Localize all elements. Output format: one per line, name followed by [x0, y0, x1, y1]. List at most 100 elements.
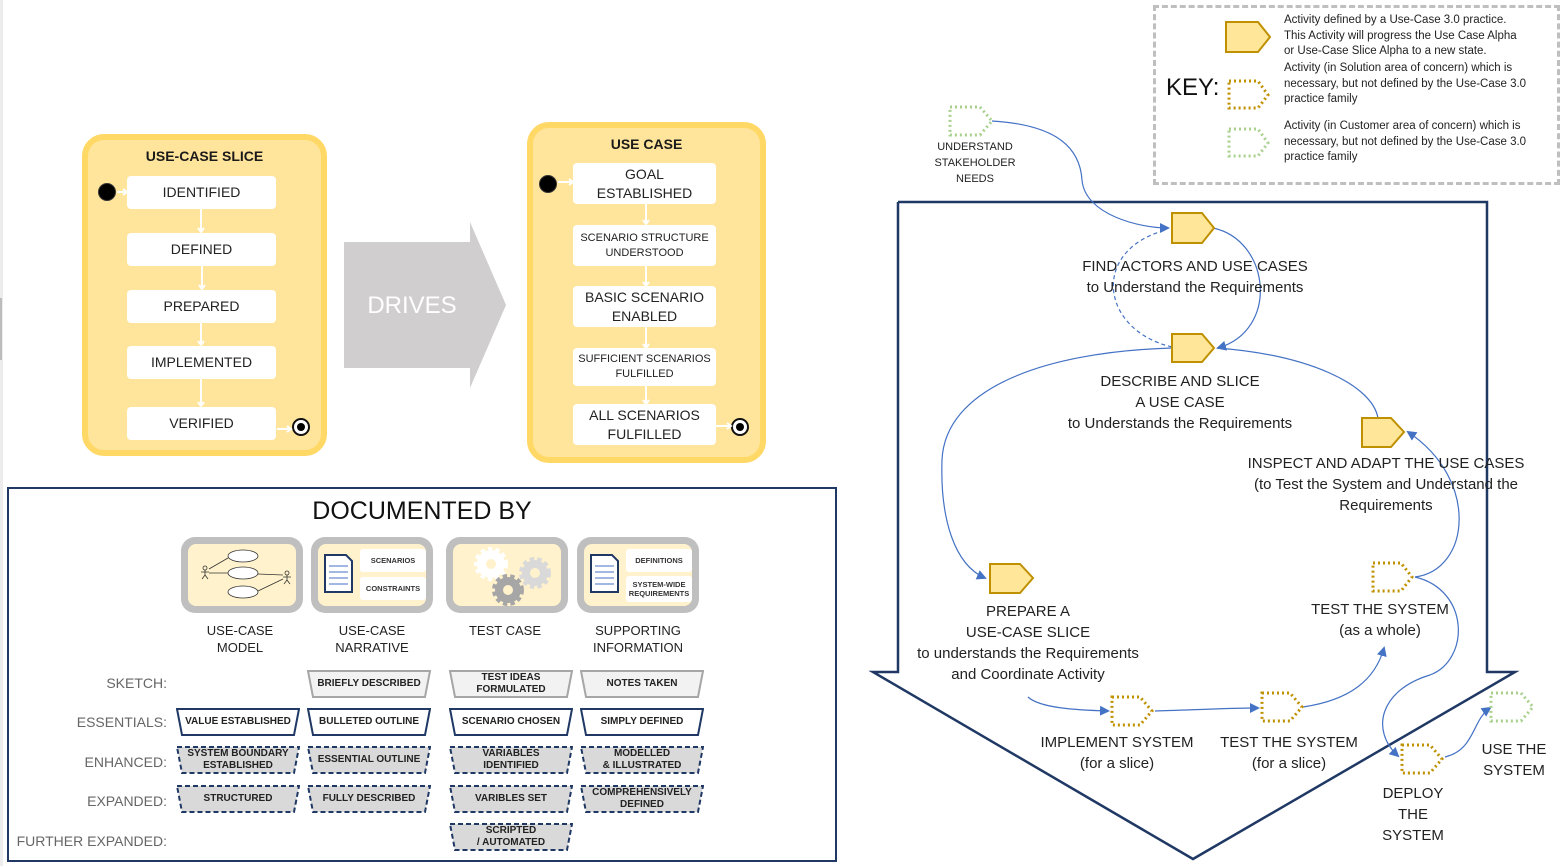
activity-inspect-adapt-icon[interactable]: [1361, 417, 1406, 448]
level-cell-text: COMPREHENSIVELY DEFINED: [592, 787, 692, 810]
state-transition-arrows: [117, 188, 293, 433]
activity-prepare-slice-icon[interactable]: [989, 563, 1035, 594]
activity-implement-icon[interactable]: [1110, 695, 1154, 727]
level-cell-text: SCRIPTED / AUTOMATED: [476, 825, 546, 848]
level-cell-enhanced[interactable]: MODELLED & ILLUSTRATED: [580, 746, 704, 774]
state-all-scenarios-fulfilled[interactable]: ALL SCENARIOS FULFILLED: [573, 404, 716, 445]
label-test-whole: TEST THE SYSTEM (as a whole): [1311, 601, 1449, 639]
level-cell-shape: [449, 785, 573, 813]
level-cell-text: BULLETED OUTLINE: [319, 716, 419, 727]
state-goal-established[interactable]: GOAL ESTABLISHED: [573, 163, 716, 204]
level-cell-text: ESSENTIAL OUTLINE: [317, 754, 421, 765]
state-verified[interactable]: VERIFIED: [127, 407, 276, 440]
level-cell-essentials[interactable]: SIMPLY DEFINED: [580, 708, 704, 736]
level-cell-shape: [449, 746, 573, 774]
scrollbar-thumb[interactable]: [0, 298, 2, 360]
level-cell-shape: [176, 708, 300, 736]
level-cell-text: NOTES TAKEN: [606, 678, 678, 689]
label-find-actors: FIND ACTORS AND USE CASES to Understand …: [1082, 258, 1308, 296]
level-cell-expanded[interactable]: STRUCTURED: [176, 785, 300, 813]
level-cell-text: VARIABLES IDENTIFIED: [482, 748, 540, 771]
state-transition-arrows: [558, 178, 733, 430]
level-cell-shape: [580, 708, 704, 736]
level-cell-text: STRUCTURED: [203, 793, 273, 804]
artifact-label-use-case-narrative: USE-CASE NARRATIVE: [335, 623, 409, 655]
customer-activity-key-icon: [1227, 127, 1270, 158]
flow-test-slice-to-test-whole: [1302, 646, 1387, 708]
level-cell-sketch[interactable]: BRIEFLY DESCRIBED: [307, 670, 431, 698]
state-defined[interactable]: DEFINED: [127, 233, 276, 266]
level-cell-further-expanded[interactable]: SCRIPTED / AUTOMATED: [449, 823, 573, 851]
level-cell-text: VALUE ESTABLISHED: [185, 716, 291, 727]
state-implemented[interactable]: IMPLEMENTED: [127, 346, 276, 379]
level-cell-shape: [307, 670, 431, 698]
state-scenario-structure-understood[interactable]: SCENARIO STRUCTURE UNDERSTOOD: [573, 225, 716, 266]
state-prepared[interactable]: PREPARED: [127, 290, 276, 323]
level-label-further-expanded: FURTHER EXPANDED:: [16, 833, 167, 849]
level-cell-shape: [580, 670, 704, 698]
level-cell-shape: [307, 708, 431, 736]
level-cell-shape: [449, 823, 573, 851]
label-describe-slice: DESCRIBE AND SLICE A USE CASE to Underst…: [1067, 373, 1293, 432]
level-cell-essentials[interactable]: SCENARIO CHOSEN: [449, 708, 573, 736]
level-cell-shape: [176, 785, 300, 813]
key-text-practice-activity: Activity defined by a Use-Case 3.0 pract…: [1284, 14, 1517, 57]
key-text-solution-activity: Activity (in Solution area of concern) w…: [1284, 62, 1527, 105]
level-cell-sketch[interactable]: TEST IDEAS FORMULATED: [449, 670, 573, 698]
level-cell-shape: [580, 785, 704, 813]
artifact-label-use-case-model: USE-CASE MODEL: [206, 623, 274, 655]
initial-state-dot: [539, 175, 557, 193]
level-cell-expanded[interactable]: COMPREHENSIVELY DEFINED: [580, 785, 704, 813]
narrative-box-scenarios: SCENARIOS: [360, 549, 426, 572]
level-cell-shape: [449, 708, 573, 736]
level-cell-enhanced[interactable]: SYSTEM BOUNDARY ESTABLISHED: [176, 746, 300, 774]
level-cell-expanded[interactable]: FULLY DESCRIBED: [307, 785, 431, 813]
use-case-state-machine: USE CASE GOAL ESTABLISHED SCENARIO STRUC…: [527, 122, 766, 463]
activity-describe-slice-icon[interactable]: [1171, 333, 1216, 363]
artifact-use-case-model[interactable]: [181, 537, 303, 613]
level-cell-essentials[interactable]: VALUE ESTABLISHED: [176, 708, 300, 736]
level-label-expanded: EXPANDED:: [87, 793, 167, 809]
gears-icon: [474, 547, 551, 606]
state-sufficient-scenarios-fulfilled[interactable]: SUFFICIENT SCENARIOS FULFILLED: [573, 348, 716, 386]
artifact-supporting-information[interactable]: DEFINITIONS SYSTEM-WIDE REQUIREMENTS: [577, 537, 699, 613]
activity-use-system-icon[interactable]: [1489, 691, 1535, 723]
level-cell-sketch[interactable]: NOTES TAKEN: [580, 670, 704, 698]
level-cell-text: SIMPLY DEFINED: [600, 716, 684, 727]
label-implement: IMPLEMENT SYSTEM (for a slice): [1040, 734, 1194, 772]
level-cell-shape: [580, 746, 704, 774]
artifact-test-case[interactable]: [446, 537, 568, 613]
level-cell-expanded[interactable]: VARIBLES SET: [449, 785, 573, 813]
key-text-customer-activity: Activity (in Customer area of concern) w…: [1284, 120, 1527, 163]
activity-deploy-icon[interactable]: [1400, 743, 1444, 775]
label-test-slice: TEST THE SYSTEM (for a slice): [1220, 734, 1358, 772]
initial-state-dot: [98, 183, 116, 201]
level-cell-text: BRIEFLY DESCRIBED: [317, 678, 421, 689]
documented-by-title: DOCUMENTED BY: [312, 497, 532, 525]
use-case-slice-state-machine: USE-CASE SLICE IDENTIFIED DEFINED PREPAR…: [82, 134, 327, 456]
activity-find-actors-icon[interactable]: [1171, 212, 1216, 244]
level-cell-shape: [307, 785, 431, 813]
level-label-sketch: SKETCH:: [106, 675, 167, 691]
label-understand-stakeholder-needs: UNDERSTAND STAKEHOLDER NEEDS: [934, 141, 1016, 185]
level-cell-enhanced[interactable]: VARIABLES IDENTIFIED: [449, 746, 573, 774]
use-case-model-icon: [201, 549, 291, 599]
state-basic-scenario-enabled[interactable]: BASIC SCENARIO ENABLED: [573, 286, 716, 327]
level-label-essentials: ESSENTIALS:: [76, 714, 167, 730]
artifact-label-test-case: TEST CASE: [468, 623, 541, 638]
practice-activity-key-icon: [1225, 21, 1272, 53]
use-case-slice-title: USE-CASE SLICE: [145, 148, 264, 164]
level-cell-shape: [307, 746, 431, 774]
level-cell-text: TEST IDEAS FORMULATED: [476, 672, 546, 695]
use-case-title: USE CASE: [610, 136, 683, 152]
flow-prepare-to-implement: [1027, 696, 1110, 716]
document-icon: [590, 554, 619, 593]
state-identified[interactable]: IDENTIFIED: [127, 176, 276, 209]
activity-understand-needs-icon[interactable]: [948, 105, 994, 137]
artifact-use-case-narrative[interactable]: SCENARIOS CONSTRAINTS: [311, 537, 433, 613]
final-state-dot: [292, 418, 310, 436]
activity-test-slice-icon[interactable]: [1260, 691, 1304, 723]
level-cell-enhanced[interactable]: ESSENTIAL OUTLINE: [307, 746, 431, 774]
activity-test-whole-icon[interactable]: [1371, 561, 1414, 593]
level-cell-essentials[interactable]: BULLETED OUTLINE: [307, 708, 431, 736]
